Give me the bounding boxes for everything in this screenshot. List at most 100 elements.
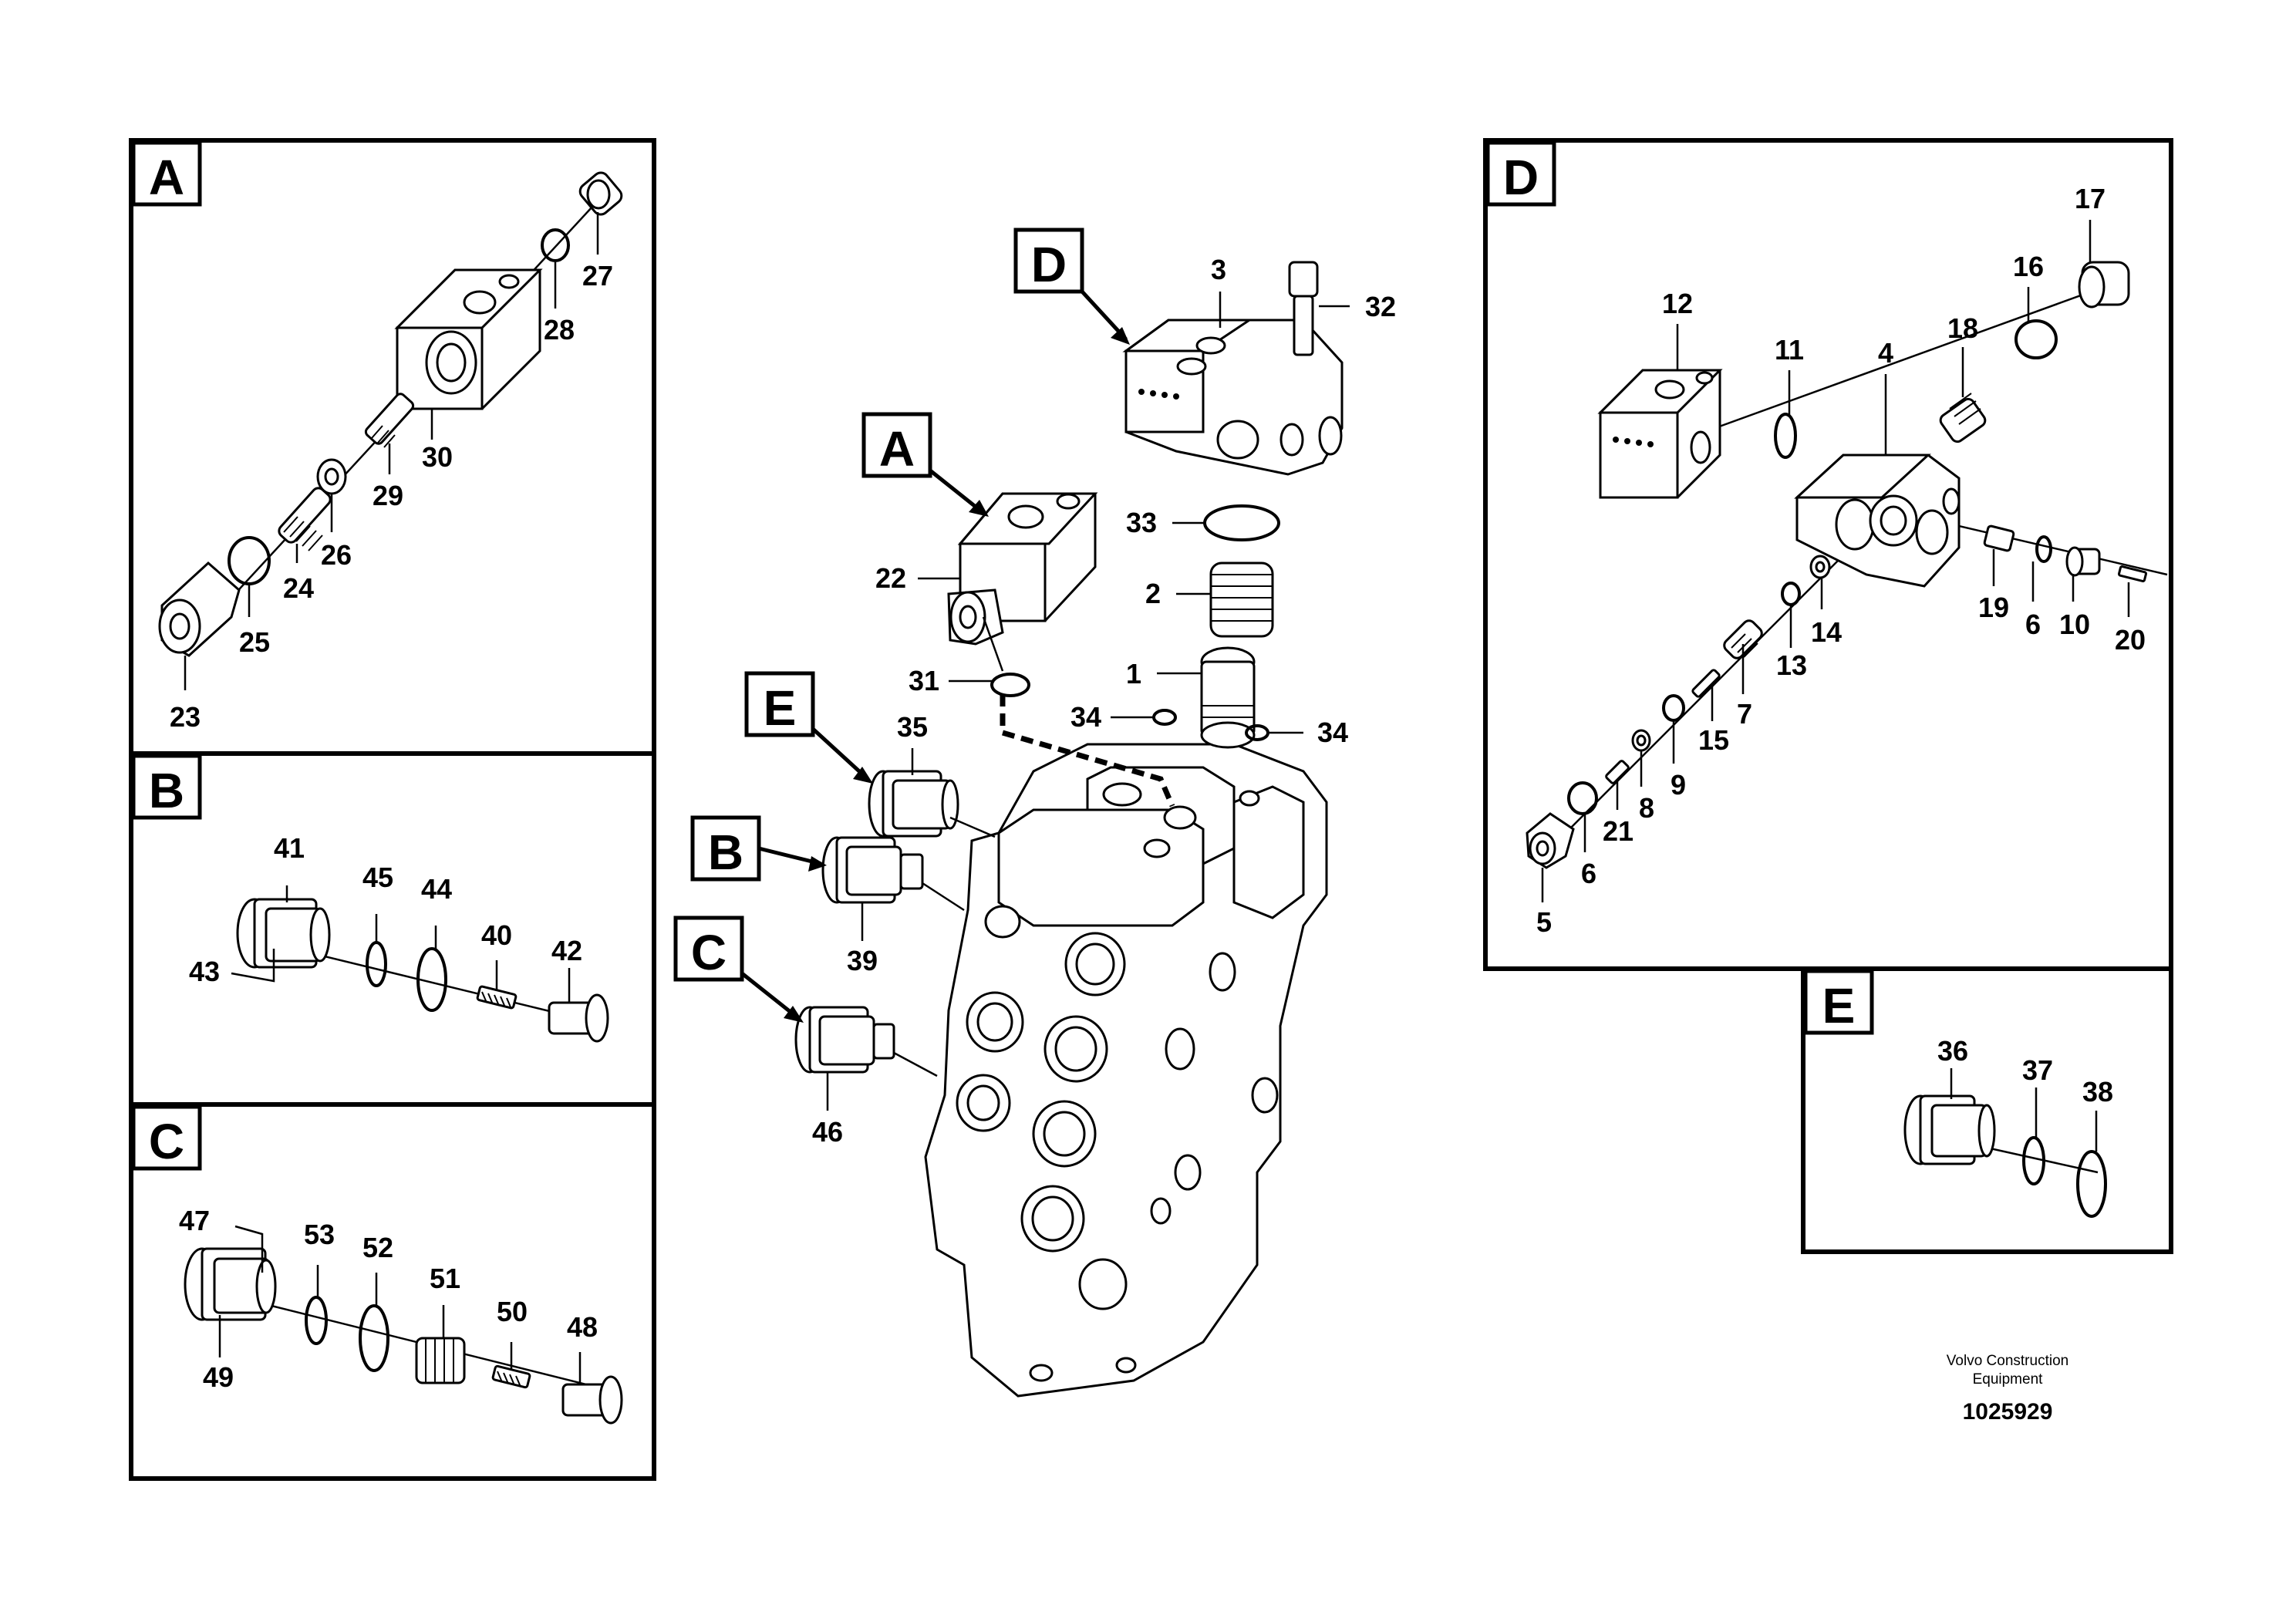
o-ring-part-34-left[interactable] [1152,709,1177,726]
o-ring-part-28[interactable] [541,228,570,262]
plug-part-27[interactable] [577,170,625,218]
sleeve-part-51[interactable] [415,1337,466,1384]
label-4: 4 [1878,337,1893,369]
label-39: 39 [847,945,878,976]
label-7: 7 [1737,698,1752,730]
label-30: 30 [422,441,453,473]
ring-part-45[interactable] [366,941,387,987]
label-47: 47 [179,1205,210,1236]
label-2: 2 [1145,578,1161,609]
label-24: 24 [283,572,314,604]
footer-credit: Volvo Construction Equipment 1025929 [1947,1353,2068,1425]
relief-valve-part-22[interactable] [947,492,1098,646]
label-23: 23 [170,701,201,733]
label-27: 27 [582,260,613,292]
pin-part-15[interactable] [1691,669,1721,698]
spool-part-29[interactable] [364,392,415,448]
plug-part-5[interactable] [1526,812,1575,869]
label-19: 19 [1978,592,2009,623]
callout-c[interactable]: C [673,916,804,1023]
credit-line-2: Equipment [1973,1371,2044,1388]
ring-part-53[interactable] [305,1296,328,1345]
cartridge-part-41[interactable] [236,898,331,969]
main-valve-body[interactable] [924,743,1328,1398]
credit-line-1: Volvo Construction [1947,1353,2068,1369]
document-number: 1025929 [1963,1399,2053,1425]
label-38: 38 [2082,1076,2113,1108]
spring-part-50[interactable] [491,1364,531,1389]
panel-c: C [129,1102,656,1481]
label-1: 1 [1126,658,1141,690]
label-8: 8 [1639,792,1654,824]
cartridge-part-39[interactable] [821,836,965,912]
label-51: 51 [430,1263,460,1294]
cartridge-part-35[interactable] [868,770,996,838]
label-32: 32 [1365,291,1396,322]
o-ring-part-31[interactable] [990,673,1030,697]
block-part-12[interactable] [1597,369,1723,499]
label-28: 28 [544,314,575,346]
o-ring-part-25[interactable] [228,536,271,585]
plug-part-17[interactable] [2078,261,2130,309]
o-ring-part-38[interactable] [2076,1150,2107,1218]
label-50: 50 [497,1296,528,1327]
callout-c-letter: C [691,925,727,980]
panel-c-letter: C [149,1114,184,1169]
spring-part-2[interactable] [1209,561,1274,638]
panel-b-letter: B [149,763,184,818]
o-ring-part-16[interactable] [2014,319,2058,359]
label-49: 49 [203,1361,234,1393]
ring-part-37[interactable] [2022,1136,2045,1185]
cartridge-part-49[interactable] [184,1247,277,1321]
o-ring-part-6-right[interactable] [2035,535,2052,563]
panel-e-letter: E [1822,978,1856,1034]
label-31: 31 [909,665,939,696]
o-ring-part-33[interactable] [1203,504,1280,541]
panel-e: E 36 37 38 [1801,966,2173,1254]
callout-e[interactable]: E [744,671,873,784]
spring-part-20[interactable] [2117,565,2148,583]
callout-e-letter: E [764,680,797,736]
valve-block-part-30[interactable] [394,268,543,410]
o-ring-part-11[interactable] [1774,413,1797,459]
label-6-left: 6 [1581,858,1596,889]
label-34-left: 34 [1070,701,1101,733]
plug-part-23[interactable] [158,561,241,657]
label-36: 36 [1937,1035,1968,1067]
spring-part-24[interactable] [277,486,333,551]
bolt-part-32[interactable] [1288,261,1319,356]
callout-b[interactable]: B [690,815,827,882]
o-ring-part-6-left[interactable] [1567,781,1598,815]
o-ring-part-52[interactable] [359,1304,389,1372]
o-ring-part-13[interactable] [1781,582,1801,606]
o-ring-part-34-right[interactable] [1245,724,1269,741]
callout-a[interactable]: A [861,412,989,517]
label-37: 37 [2022,1054,2053,1086]
poppet-part-48[interactable] [561,1375,623,1425]
spring-part-21[interactable] [1605,760,1630,784]
cartridge-part-36[interactable] [1903,1094,1996,1165]
label-3: 3 [1211,254,1226,285]
spring-part-40[interactable] [476,985,518,1010]
callout-d[interactable]: D [1013,228,1130,345]
label-16: 16 [2013,251,2044,282]
o-ring-part-44[interactable] [416,947,447,1012]
label-40: 40 [481,919,512,951]
label-48: 48 [567,1311,598,1343]
spool-part-7[interactable] [1721,618,1764,660]
pilot-block-part-3[interactable] [1122,319,1344,476]
bushing-part-19[interactable] [1983,524,2015,552]
panel-a: A [129,138,656,756]
plug-part-10[interactable] [2065,546,2101,577]
callout-b-letter: B [708,824,743,880]
label-29: 29 [373,480,403,511]
poppet-part-42[interactable] [548,993,609,1043]
o-ring-part-9[interactable] [1662,694,1685,722]
label-53: 53 [304,1219,335,1250]
label-9: 9 [1671,769,1686,801]
valve-block-part-4[interactable] [1794,454,1961,588]
spool-part-18[interactable] [1938,393,1988,444]
panel-b: B 41 45 44 4 [129,751,656,1107]
cartridge-part-46[interactable] [794,1006,938,1077]
spool-part-1[interactable] [1200,646,1256,749]
